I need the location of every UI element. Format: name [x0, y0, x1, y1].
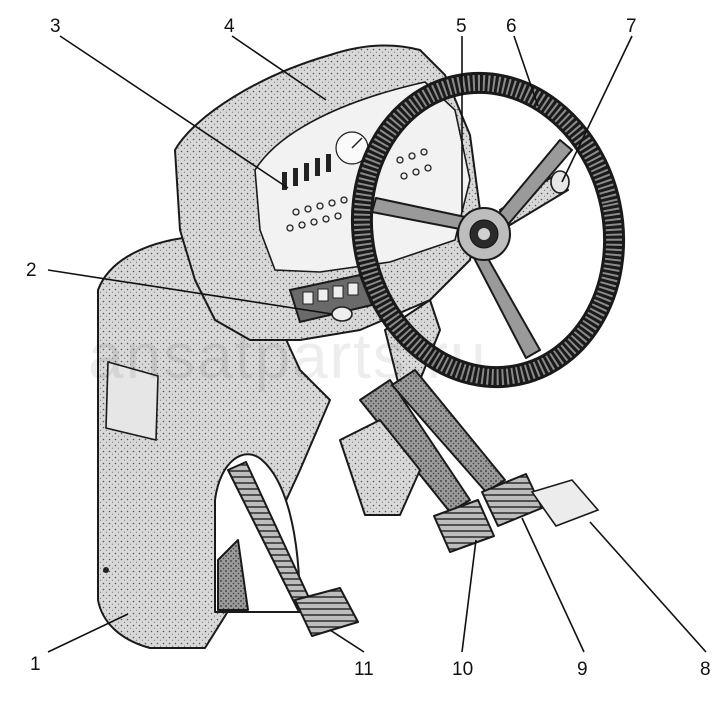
callout-1: 1 — [30, 654, 41, 675]
callout-11: 11 — [354, 659, 374, 680]
callout-8: 8 — [700, 659, 711, 680]
leader-9 — [521, 517, 585, 653]
pedal-assembly — [227, 369, 600, 637]
callout-labels: 1 2 3 4 5 6 7 8 9 10 11 — [26, 16, 711, 680]
indicator-lamps — [286, 148, 432, 232]
callout-3: 3 — [50, 16, 61, 37]
leader-6 — [513, 35, 539, 107]
pedal-11 — [294, 587, 359, 637]
indicator-bars — [282, 154, 331, 190]
pedal-10 — [433, 499, 495, 553]
leader-2 — [47, 269, 333, 315]
leader-1 — [47, 613, 129, 653]
callout-2: 2 — [26, 260, 37, 281]
callout-9: 9 — [577, 659, 588, 680]
callout-6: 6 — [506, 16, 517, 37]
callout-4: 4 — [224, 16, 235, 37]
callout-10: 10 — [452, 659, 473, 680]
leader-8 — [589, 521, 707, 653]
callout-7: 7 — [626, 16, 637, 37]
leader-10 — [461, 539, 477, 653]
watermark: ansatparts.ru — [88, 320, 488, 392]
pedal-9 — [481, 473, 543, 527]
leader-7 — [561, 35, 633, 183]
steering-wheel — [350, 71, 626, 389]
leader-lines — [47, 35, 707, 653]
leader-11 — [329, 629, 365, 653]
callout-5: 5 — [456, 16, 467, 37]
leader-4 — [231, 35, 327, 101]
floor-plate-8 — [530, 479, 600, 527]
leader-3 — [59, 35, 289, 189]
